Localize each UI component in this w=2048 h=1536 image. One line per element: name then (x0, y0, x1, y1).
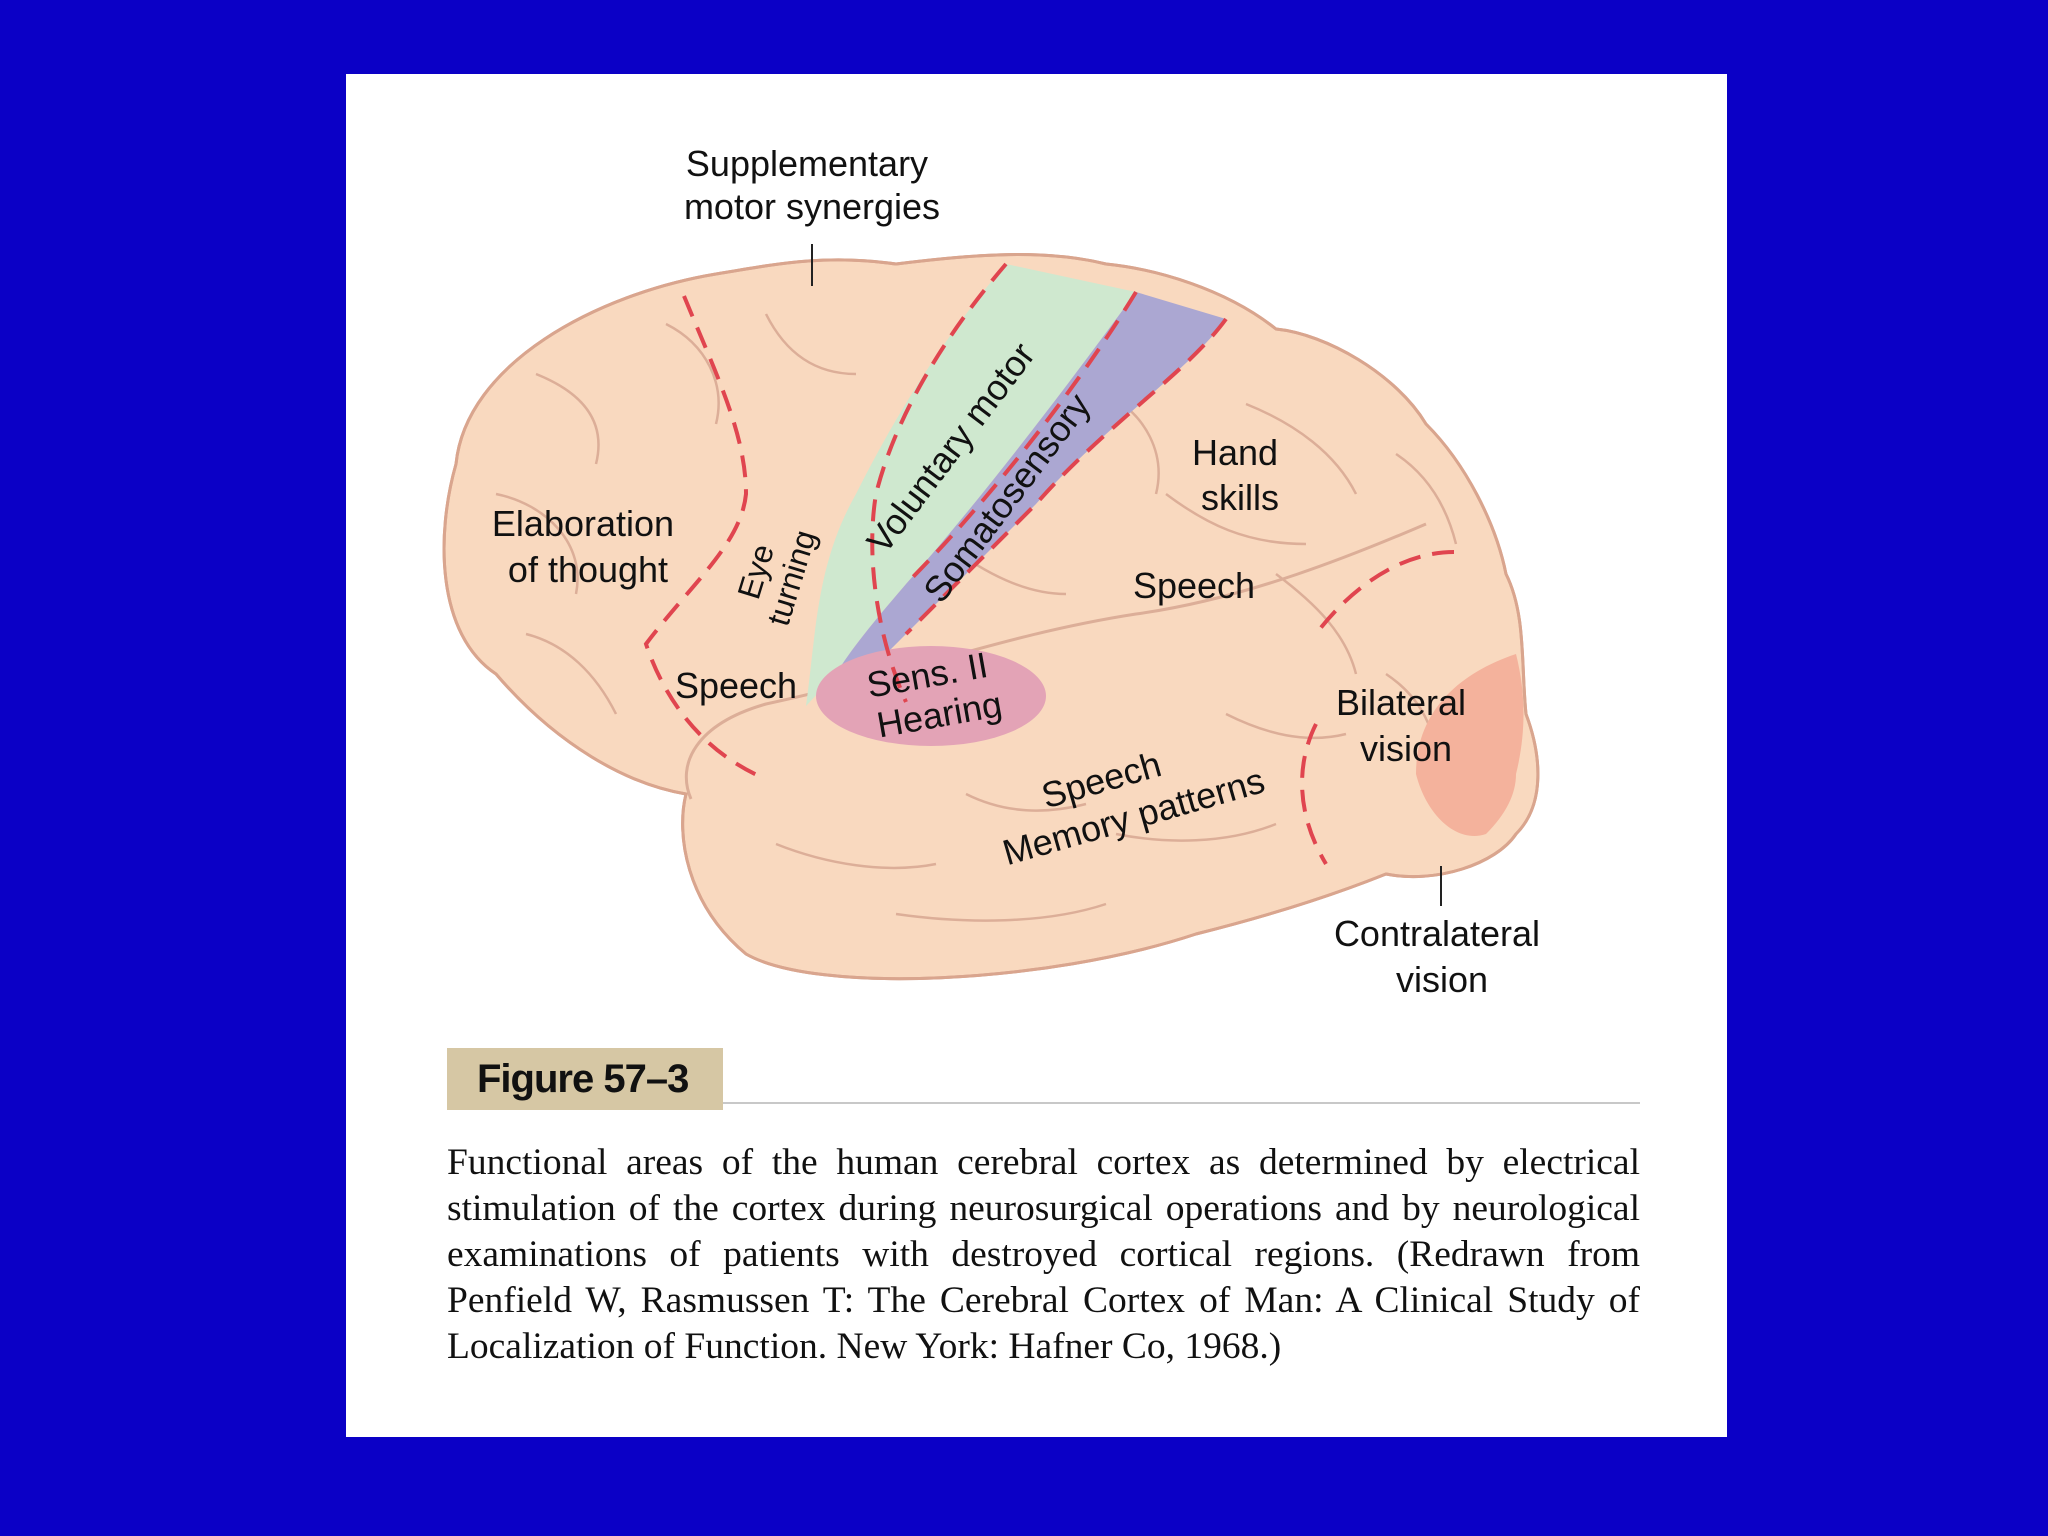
label-speech-frontal: Speech (675, 665, 797, 706)
label-hand-skills-line2: skills (1201, 477, 1279, 518)
label-contralateral-line1: Contralateral (1334, 913, 1540, 954)
boundary-postcentral (904, 317, 1228, 636)
somatosensory-area (836, 292, 1226, 684)
figure-card: Supplementary motor synergies Elaboratio… (346, 74, 1727, 1437)
figure-caption: Functional areas of the human cerebral c… (447, 1142, 1640, 1367)
sulcus-texture (495, 313, 1458, 922)
brain-outline (442, 253, 1540, 981)
dashed-boundaries (643, 262, 1455, 866)
brain-cortex-diagram: Supplementary motor synergies Elaboratio… (442, 143, 1550, 1000)
voluntary-motor-area (806, 264, 1136, 706)
hearing-area (816, 646, 1046, 746)
label-supplementary-line2: motor synergies (684, 186, 940, 227)
boundary-motor-somato (904, 290, 1138, 586)
label-contralateral-line2: vision (1396, 959, 1488, 1000)
boundary-occipital-lower (1300, 723, 1328, 866)
label-bilateral-vision: Bilateral vision (1336, 682, 1476, 769)
figure-number-tag: Figure 57–3 (447, 1048, 723, 1110)
contralateral-vision-area (1416, 654, 1524, 836)
label-elaboration-line2: of thought (508, 549, 668, 590)
label-speech-parietal: Speech (1133, 565, 1255, 606)
label-bilateral-line2: vision (1360, 728, 1452, 769)
sylvian-fissure-line (684, 522, 1427, 800)
label-bilateral-line1: Bilateral (1336, 682, 1466, 723)
label-supplementary-line1: Supplementary (686, 143, 928, 184)
figure-divider-rule (723, 1102, 1640, 1104)
label-elaboration-line1: Elaboration (492, 503, 674, 544)
label-supplementary: Supplementary motor synergies (684, 143, 940, 227)
boundary-prefrontal (643, 295, 767, 781)
label-hand-skills-line1: Hand (1192, 432, 1278, 473)
boundary-occipital (1314, 550, 1455, 636)
label-contralateral-vision: Contralateral vision (1334, 913, 1550, 1000)
label-hand-skills: Hand skills (1192, 432, 1288, 518)
label-elaboration-of-thought: Elaboration of thought (492, 503, 684, 590)
boundary-eye-field (870, 262, 1008, 703)
